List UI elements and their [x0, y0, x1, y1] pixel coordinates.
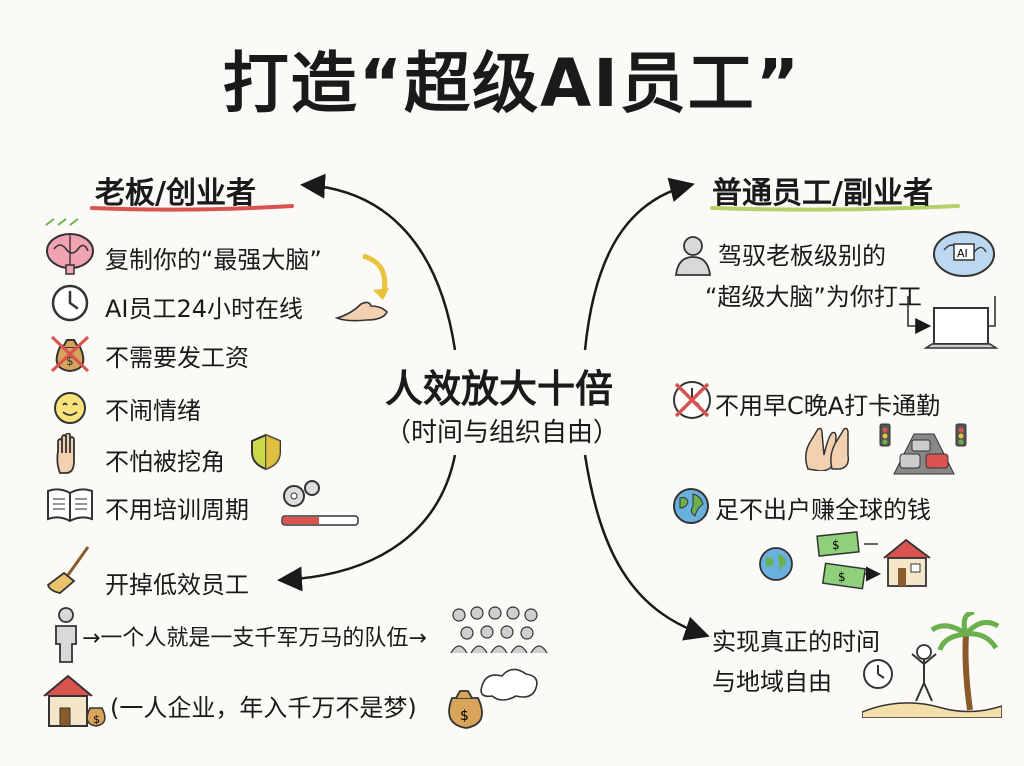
center-main: 人效放大十倍	[385, 358, 613, 413]
list-item: 与地域自由	[712, 662, 832, 697]
list-item: 复制你的“最强大脑”	[105, 240, 322, 275]
shield-icon	[249, 432, 283, 472]
list-item: 开掉低效员工	[105, 565, 249, 600]
broom-icon	[44, 545, 94, 595]
ai-brain-icon: AI	[930, 228, 1000, 290]
list-item: 驾驭老板级别的	[718, 236, 886, 271]
smiley-icon	[52, 390, 88, 426]
svg-text:$: $	[832, 538, 840, 552]
hand-icon	[50, 433, 90, 477]
money-dream-icon: $	[442, 664, 542, 734]
list-item: “超级大脑”为你打工	[705, 277, 922, 312]
svg-text:$: $	[460, 708, 469, 724]
clock-icon	[50, 283, 90, 323]
book-icon	[44, 485, 96, 525]
traffic-jam-icon	[874, 420, 974, 476]
svg-text:$: $	[93, 713, 100, 726]
list-item: 不用早C晚A打卡通勤	[715, 386, 940, 421]
crowd-icon	[447, 605, 551, 655]
money-flow-icon: $ $	[756, 528, 956, 592]
sparkle-arrows-icon	[44, 215, 84, 227]
laptop-icon	[900, 288, 1010, 363]
list-item: 不用培训周期	[105, 490, 249, 525]
palm-tree-icon	[862, 612, 1002, 718]
globe-icon	[671, 486, 711, 526]
list-item: 不闹情绪	[105, 391, 201, 426]
right-heading: 普通员工/副业者	[712, 168, 933, 212]
list-item: 不怕被挖角	[105, 442, 225, 477]
person-icon	[50, 606, 82, 664]
house-icon: $	[40, 672, 110, 730]
list-item: →一个人就是一支千军万马的队伍→	[82, 620, 427, 652]
page-title: 打造“超级AI员工”	[0, 30, 1024, 126]
open-hand-icon	[333, 290, 391, 326]
clapping-hands-icon	[800, 425, 860, 471]
list-item: 实现真正的时间	[712, 622, 880, 657]
center-sub: （时间与组织自由）	[385, 412, 619, 449]
no-clock-icon	[670, 378, 714, 422]
gears-progress-icon	[278, 478, 362, 530]
svg-text:$: $	[838, 570, 846, 584]
list-item: 足不出户赚全球的钱	[715, 490, 931, 525]
list-item: 不需要发工资	[105, 338, 249, 373]
svg-text:AI: AI	[957, 247, 968, 260]
brain-icon	[44, 231, 96, 277]
user-avatar-icon	[673, 233, 713, 277]
list-item: AI员工24小时在线	[105, 289, 303, 324]
arrow-to-freedom	[585, 455, 705, 635]
no-money-bag-icon: $	[48, 333, 92, 375]
left-heading: 老板/创业者	[95, 168, 256, 212]
list-item: (一人企业，年入千万不是梦)	[110, 688, 417, 723]
